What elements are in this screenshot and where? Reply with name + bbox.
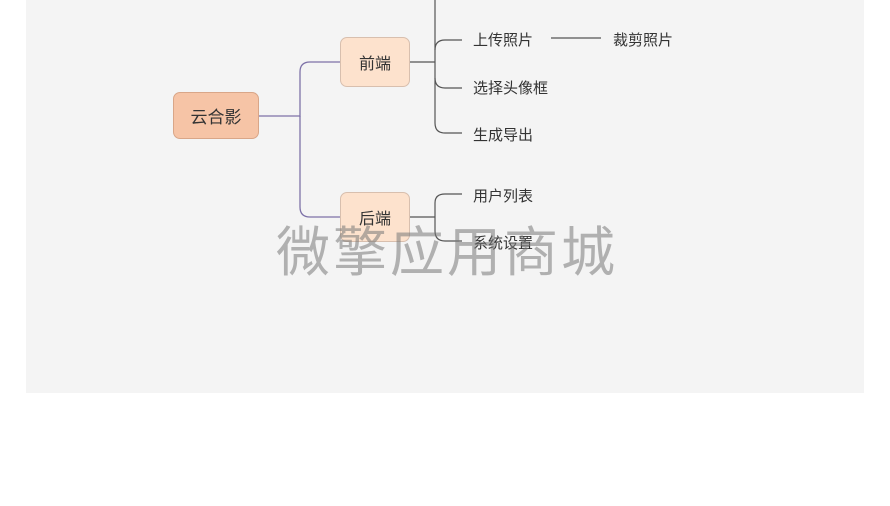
- watermark-text: 微擎应用商城: [276, 221, 618, 284]
- mindmap-canvas: [26, 0, 864, 393]
- leaf-node-system-settings[interactable]: 系统设置: [473, 234, 534, 252]
- branch-node-backend[interactable]: 后端: [340, 192, 410, 242]
- leaf-node-user-list[interactable]: 用户列表: [473, 187, 534, 205]
- root-to-backend-link: [299, 116, 340, 218]
- leaf-node-crop-photo[interactable]: 裁剪照片: [613, 31, 674, 49]
- leaf-node-generate-export[interactable]: 生成导出: [473, 126, 534, 144]
- leaf-node-choose-frame[interactable]: 选择头像框: [473, 79, 549, 97]
- frontend-to-frame-link: [434, 62, 462, 89]
- leaf-node-upload-photo[interactable]: 上传照片: [473, 31, 534, 49]
- frontend-to-export-link: [434, 78, 462, 134]
- root-node[interactable]: 云合影: [173, 92, 259, 139]
- branch-node-frontend[interactable]: 前端: [340, 37, 410, 87]
- backend-to-settings-link: [434, 217, 462, 242]
- backend-to-users-link: [434, 193, 462, 217]
- frontend-to-upload-link: [434, 39, 462, 51]
- root-to-frontend-link: [259, 61, 340, 117]
